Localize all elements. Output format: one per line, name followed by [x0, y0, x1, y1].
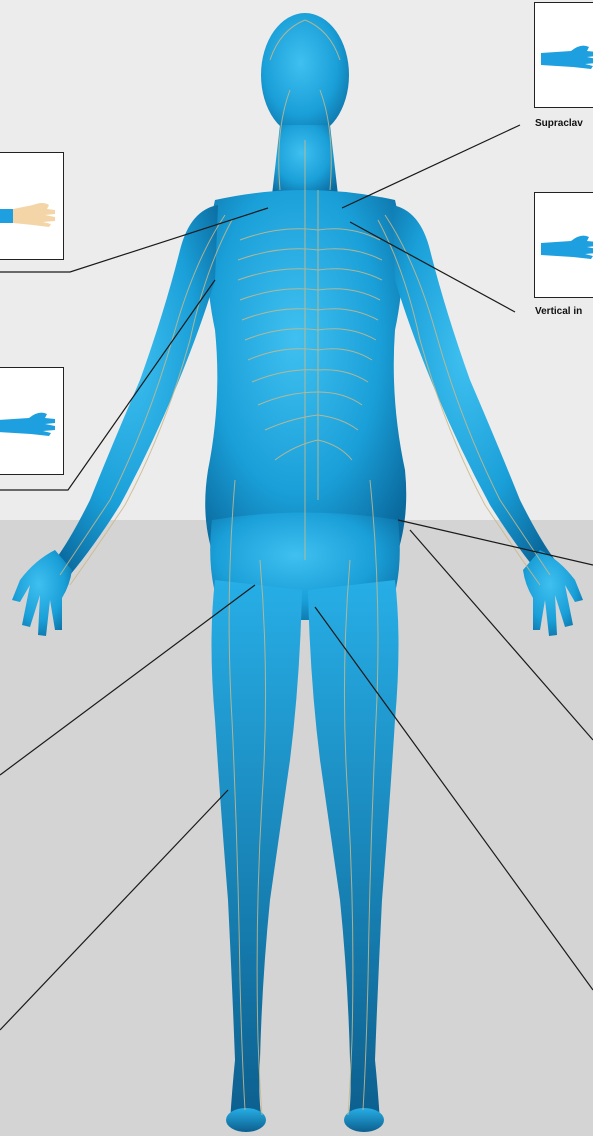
- icon-card-left-middle: [0, 367, 64, 475]
- head: [261, 13, 349, 137]
- right-arm: [392, 205, 555, 575]
- icon-card-left-top: [0, 152, 64, 260]
- icon-card-right-middle: [534, 192, 593, 298]
- left-foot: [226, 1108, 266, 1132]
- hand-blue-icon: [541, 37, 593, 77]
- hand-blue-icon: [0, 404, 59, 444]
- left-hand: [12, 550, 72, 636]
- right-foot: [344, 1108, 384, 1132]
- left-arm: [55, 205, 218, 575]
- hand-blue-icon: [541, 227, 593, 267]
- right-leg: [308, 580, 399, 1122]
- label-vertical: Vertical in: [535, 306, 582, 317]
- left-leg: [212, 580, 303, 1122]
- right-hand: [523, 550, 583, 636]
- icon-card-right-top: [534, 2, 593, 108]
- torso: [205, 190, 406, 560]
- label-supraclavicular: Supraclav: [535, 118, 583, 129]
- hand-skin-icon: [0, 195, 59, 235]
